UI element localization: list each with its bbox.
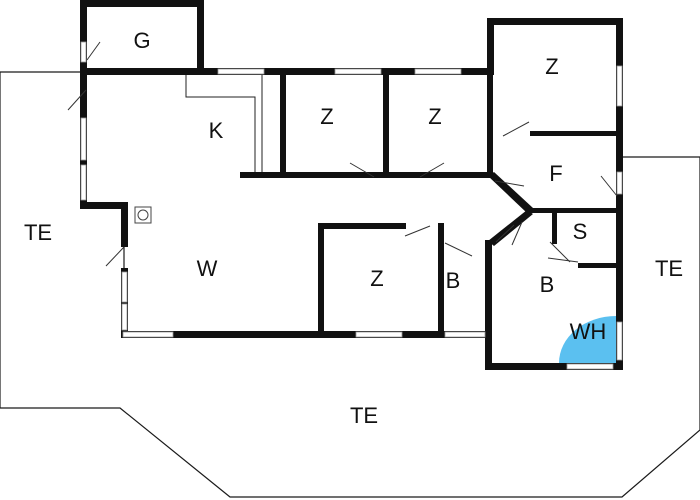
room-label-garage: G (133, 28, 150, 53)
room-label-bedroom-2: Z (428, 104, 441, 129)
walls (80, 0, 623, 370)
room-label-whirlpool: WH (570, 319, 607, 344)
room-label-storage: S (573, 219, 588, 244)
room-label-bedroom-4: Z (370, 266, 383, 291)
room-label-bathroom-1: B (446, 268, 461, 293)
room-label-bedroom-1: Z (320, 104, 333, 129)
kitchen-counter (185, 75, 256, 172)
room-label-bedroom-3: Z (545, 54, 558, 79)
doors (67, 41, 618, 267)
room-label-living: W (197, 256, 218, 281)
whirlpool (559, 316, 616, 363)
windows (80, 41, 623, 370)
room-label-hall: F (549, 161, 562, 186)
terrace-label-west: TE (24, 220, 52, 245)
room-label-bathroom-2: B (540, 272, 555, 297)
stove-icon (134, 206, 152, 224)
terrace-label-south: TE (350, 403, 378, 428)
terrace-label-east: TE (655, 256, 683, 281)
room-label-kitchen: K (209, 118, 224, 143)
